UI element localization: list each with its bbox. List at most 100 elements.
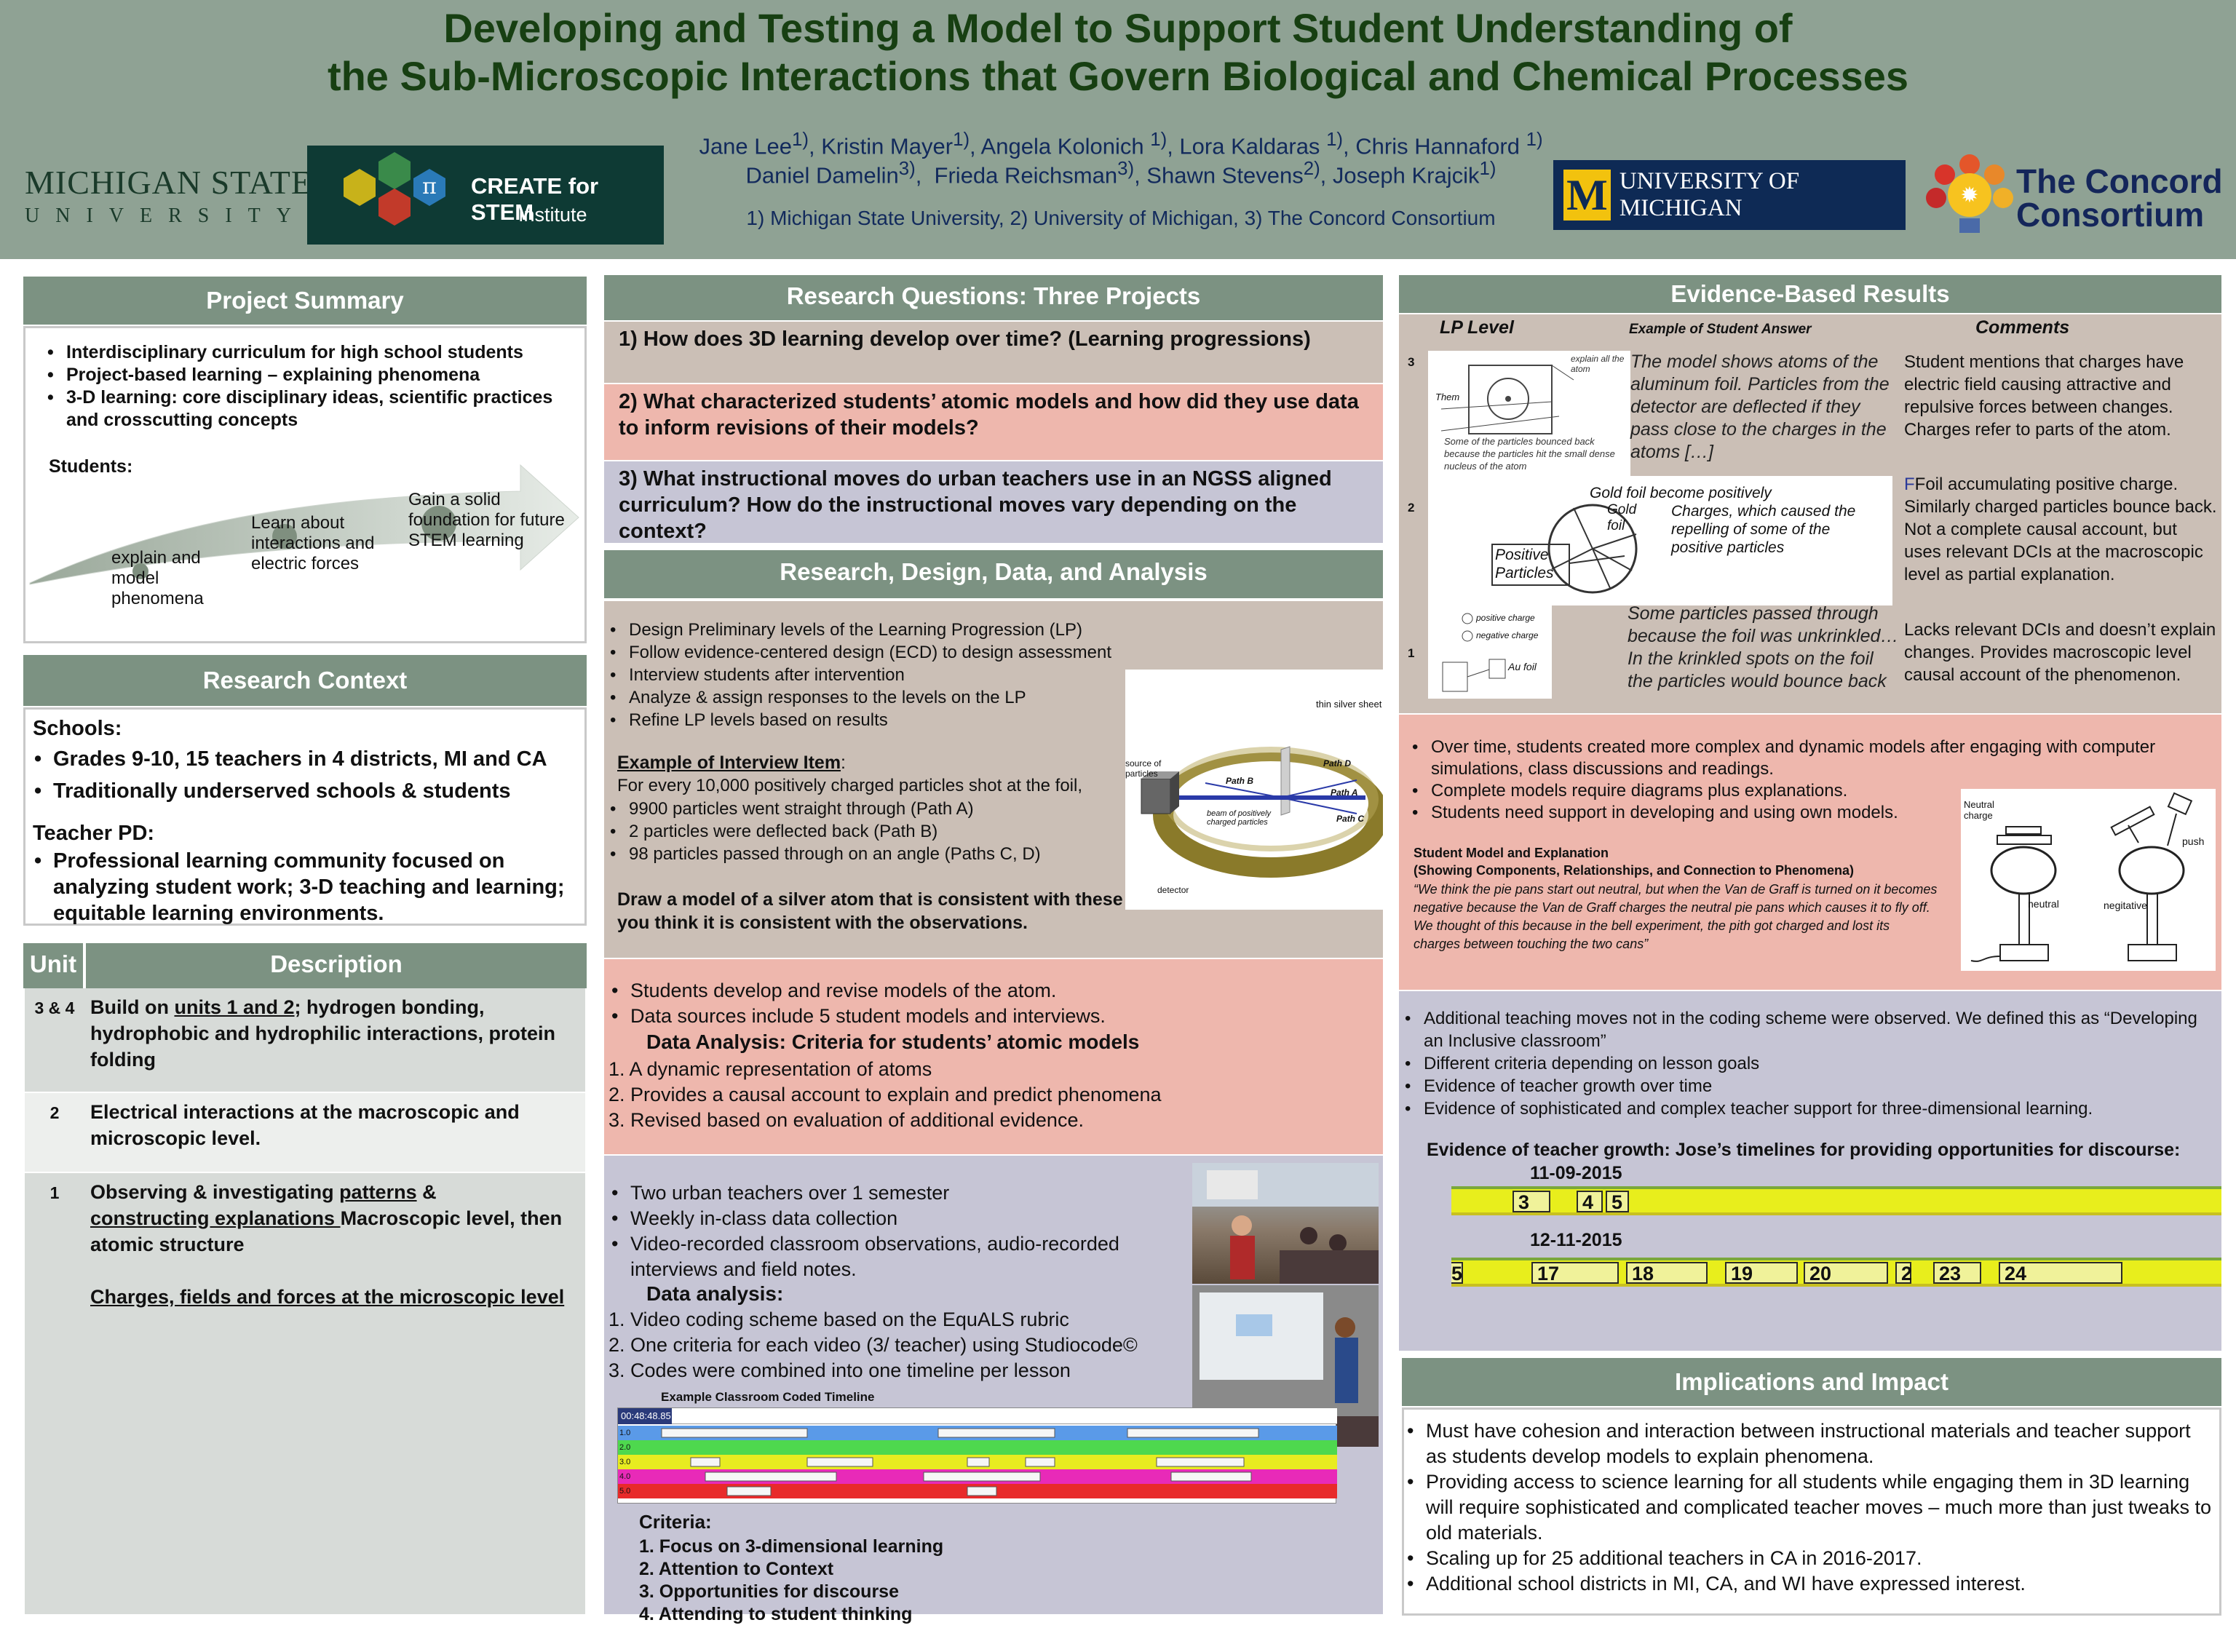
list-item: Data sources include 5 student models an… <box>608 1004 1373 1029</box>
timeline-segment: 2 <box>1895 1262 1912 1284</box>
concord-logo: ✹ The Concord Consortium <box>1924 151 2230 239</box>
model-bullets: Students develop and revise models of th… <box>608 978 1373 1029</box>
list-item: 3. Codes were combined into one timeline… <box>608 1359 1071 1381</box>
research-context-panel: Schools: Grades 9-10, 15 teachers in 4 d… <box>23 707 587 926</box>
list-item: 3-D learning: core disciplinary ideas, s… <box>44 386 583 432</box>
criteria-list: 1. Focus on 3-dimensional learning 2. At… <box>639 1536 943 1626</box>
list-item: Traditionally underserved schools & stud… <box>31 775 584 807</box>
growth-label: Evidence of teacher growth: Jose’s timel… <box>1427 1140 2181 1160</box>
answer-col-header: Example of Student Answer <box>1629 322 1812 337</box>
progression-arrow <box>29 464 579 585</box>
timeline-segment: 24 <box>1999 1262 2122 1284</box>
timeline-date-2: 12-11-2015 <box>1530 1230 1622 1250</box>
list-item: Analyze & assign responses to the levels… <box>607 686 1160 709</box>
timeline-segment: 5 <box>1606 1191 1629 1212</box>
lp-level-col-header: LP Level <box>1440 317 1514 338</box>
affiliations: 1) Michigan State University, 2) Univers… <box>746 207 1496 229</box>
timeline-segment: 19 <box>1725 1262 1798 1284</box>
discourse-timeline-1: 3 4 5 <box>1451 1186 2221 1215</box>
student-sketch-2: Positive Particles Gold foil become posi… <box>1428 476 1892 605</box>
timeline-segment: 18 <box>1626 1262 1708 1284</box>
list-item: Evidence of teacher growth over time <box>1402 1075 2203 1097</box>
list-item: Different criteria depending on lesson g… <box>1402 1052 2203 1075</box>
table-row: 3 & 4 Build on units 1 and 2; hydrogen b… <box>25 988 585 1092</box>
unit-cell: 2 <box>49 1103 60 1122</box>
list-item: Grades 9-10, 15 teachers in 4 districts,… <box>31 743 584 775</box>
list-item: 1. A dynamic representation of atoms <box>608 1058 932 1080</box>
list-item: Design Preliminary levels of the Learnin… <box>607 619 1160 641</box>
schools-label: Schools: <box>33 717 122 740</box>
teacher-data-bullets: Two urban teachers over 1 semester Weekl… <box>608 1180 1191 1282</box>
poster-header: Developing and Testing a Model to Suppor… <box>0 0 2236 259</box>
sunburst-bulb-icon: ✹ <box>1926 154 2013 233</box>
van-de-graff-model: Neutral charge neutral negitative push <box>1961 789 2216 971</box>
unit-cell: 1 <box>49 1183 60 1202</box>
schools-list: Grades 9-10, 15 teachers in 4 districts,… <box>31 743 584 807</box>
list-item: Weekly in-class data collection <box>608 1206 1191 1231</box>
list-item: Interdisciplinary curriculum for high sc… <box>44 341 583 364</box>
timeline-segment: 23 <box>1933 1262 1981 1284</box>
example-label: Example of Interview Item: <box>617 752 846 773</box>
model-criteria: 1. A dynamic representation of atoms 2. … <box>608 1057 1162 1133</box>
unit-cell: 3 & 4 <box>34 998 75 1017</box>
sketch-charges-drawing <box>1442 613 1506 692</box>
title-line-2: the Sub-Microscopic Interactions that Go… <box>327 53 1909 99</box>
umich-logo: M UNIVERSITY OF MICHIGAN <box>1553 160 1906 230</box>
research-questions-heading: Research Questions: Three Projects <box>604 275 1383 320</box>
model-criteria-label: Data Analysis: Criteria for students’ at… <box>646 1030 1140 1053</box>
timeline-label: Example Classroom Coded Timeline <box>661 1390 875 1404</box>
project-summary-panel: Interdisciplinary curriculum for high sc… <box>23 326 587 643</box>
summary-bullets: Interdisciplinary curriculum for high sc… <box>44 341 583 432</box>
model-subtitle: (Showing Components, Relationships, and … <box>1414 863 1855 878</box>
list-item: 3. Opportunities for discourse <box>639 1581 899 1602</box>
timeline-segment: 17 <box>1531 1262 1619 1284</box>
question-3: 3) What instructional moves do urban tea… <box>604 461 1383 543</box>
authors-line-1: Jane Lee1), Kristin Mayer1), Angela Kolo… <box>699 130 1543 159</box>
teacher-pd-label: Teacher PD: <box>33 822 155 845</box>
unit-col-header: Unit <box>29 950 77 977</box>
list-item: Refine LP levels based on results <box>607 709 1160 731</box>
level-label: 2 <box>1408 501 1415 515</box>
evidence-panel-3: Additional teaching moves not in the cod… <box>1399 991 2221 1351</box>
list-item: Students need support in developing and … <box>1409 802 2166 824</box>
data-analysis-items: 1. Video coding scheme based on the EquA… <box>608 1307 1138 1383</box>
rdda-panel-1: Design Preliminary levels of the Learnin… <box>604 601 1389 958</box>
create-for-stem-logo: π CREATE for STEM Institute <box>307 146 664 245</box>
description-cell: Observing & investigating patterns & con… <box>90 1181 565 1308</box>
question-1: 1) How does 3D learning develop over tim… <box>604 322 1383 383</box>
list-item: 2. Attention to Context <box>639 1559 834 1579</box>
model-quote: “We think the pie pans start out neutral… <box>1414 882 1938 951</box>
level-label: 1 <box>1408 646 1415 660</box>
comments-col-header: Comments <box>1975 317 2070 338</box>
timeline-segment: 4 <box>1577 1191 1603 1212</box>
sketch-foil-drawing <box>1491 504 1638 594</box>
list-item: Interview students after intervention <box>607 664 1160 686</box>
list-item: Video-recorded classroom observations, a… <box>608 1231 1191 1282</box>
timeline-date-1: 11-09-2015 <box>1530 1163 1622 1183</box>
evidence-panel-1: LP Level Example of Student Answer Comme… <box>1399 314 2221 713</box>
project-summary-heading: Project Summary <box>23 277 587 325</box>
list-item: Professional learning community focused … <box>31 848 584 926</box>
coded-timeline: 00:48:48.85 1.0 2.0 3.0 4.0 5.0 <box>617 1407 1337 1504</box>
classroom-photo-2 <box>1192 1285 1379 1447</box>
table-row: 1 Observing & investigating patterns & c… <box>25 1173 585 1614</box>
data-analysis-label: Data analysis: <box>646 1282 784 1305</box>
list-item: Over time, students created more complex… <box>1409 736 2166 780</box>
list-item: Additional school districts in MI, CA, a… <box>1404 1571 2212 1597</box>
hexagon-cluster-icon: π <box>344 152 445 226</box>
list-item: Must have cohesion and interaction betwe… <box>1404 1418 2212 1469</box>
design-steps: Design Preliminary levels of the Learnin… <box>607 619 1160 731</box>
list-item: 4. Attending to student thinking <box>639 1604 913 1624</box>
msu-logo: MICHIGAN STATE UNIVERSITY <box>25 164 312 227</box>
list-item: Students develop and revise models of th… <box>608 978 1373 1004</box>
discourse-timeline-2: 5 17 18 19 20 2 23 24 <box>1451 1258 2221 1287</box>
list-item: Project-based learning – explaining phen… <box>44 364 583 386</box>
step-3: Gain a solid foundation for future STEM … <box>408 490 565 550</box>
list-item: 2. One criteria for each video (3/ teach… <box>608 1334 1138 1356</box>
model-title: Student Model and Explanation <box>1414 846 1609 860</box>
timeline-segment: 5 <box>1451 1262 1463 1284</box>
list-item: 3. Revised based on evaluation of additi… <box>608 1109 1084 1131</box>
comment-level-1: Lacks relevant DCIs and doesn’t explain … <box>1904 620 2216 685</box>
criteria-label: Criteria: <box>639 1511 712 1533</box>
van-de-graff-drawing <box>1970 792 2193 962</box>
